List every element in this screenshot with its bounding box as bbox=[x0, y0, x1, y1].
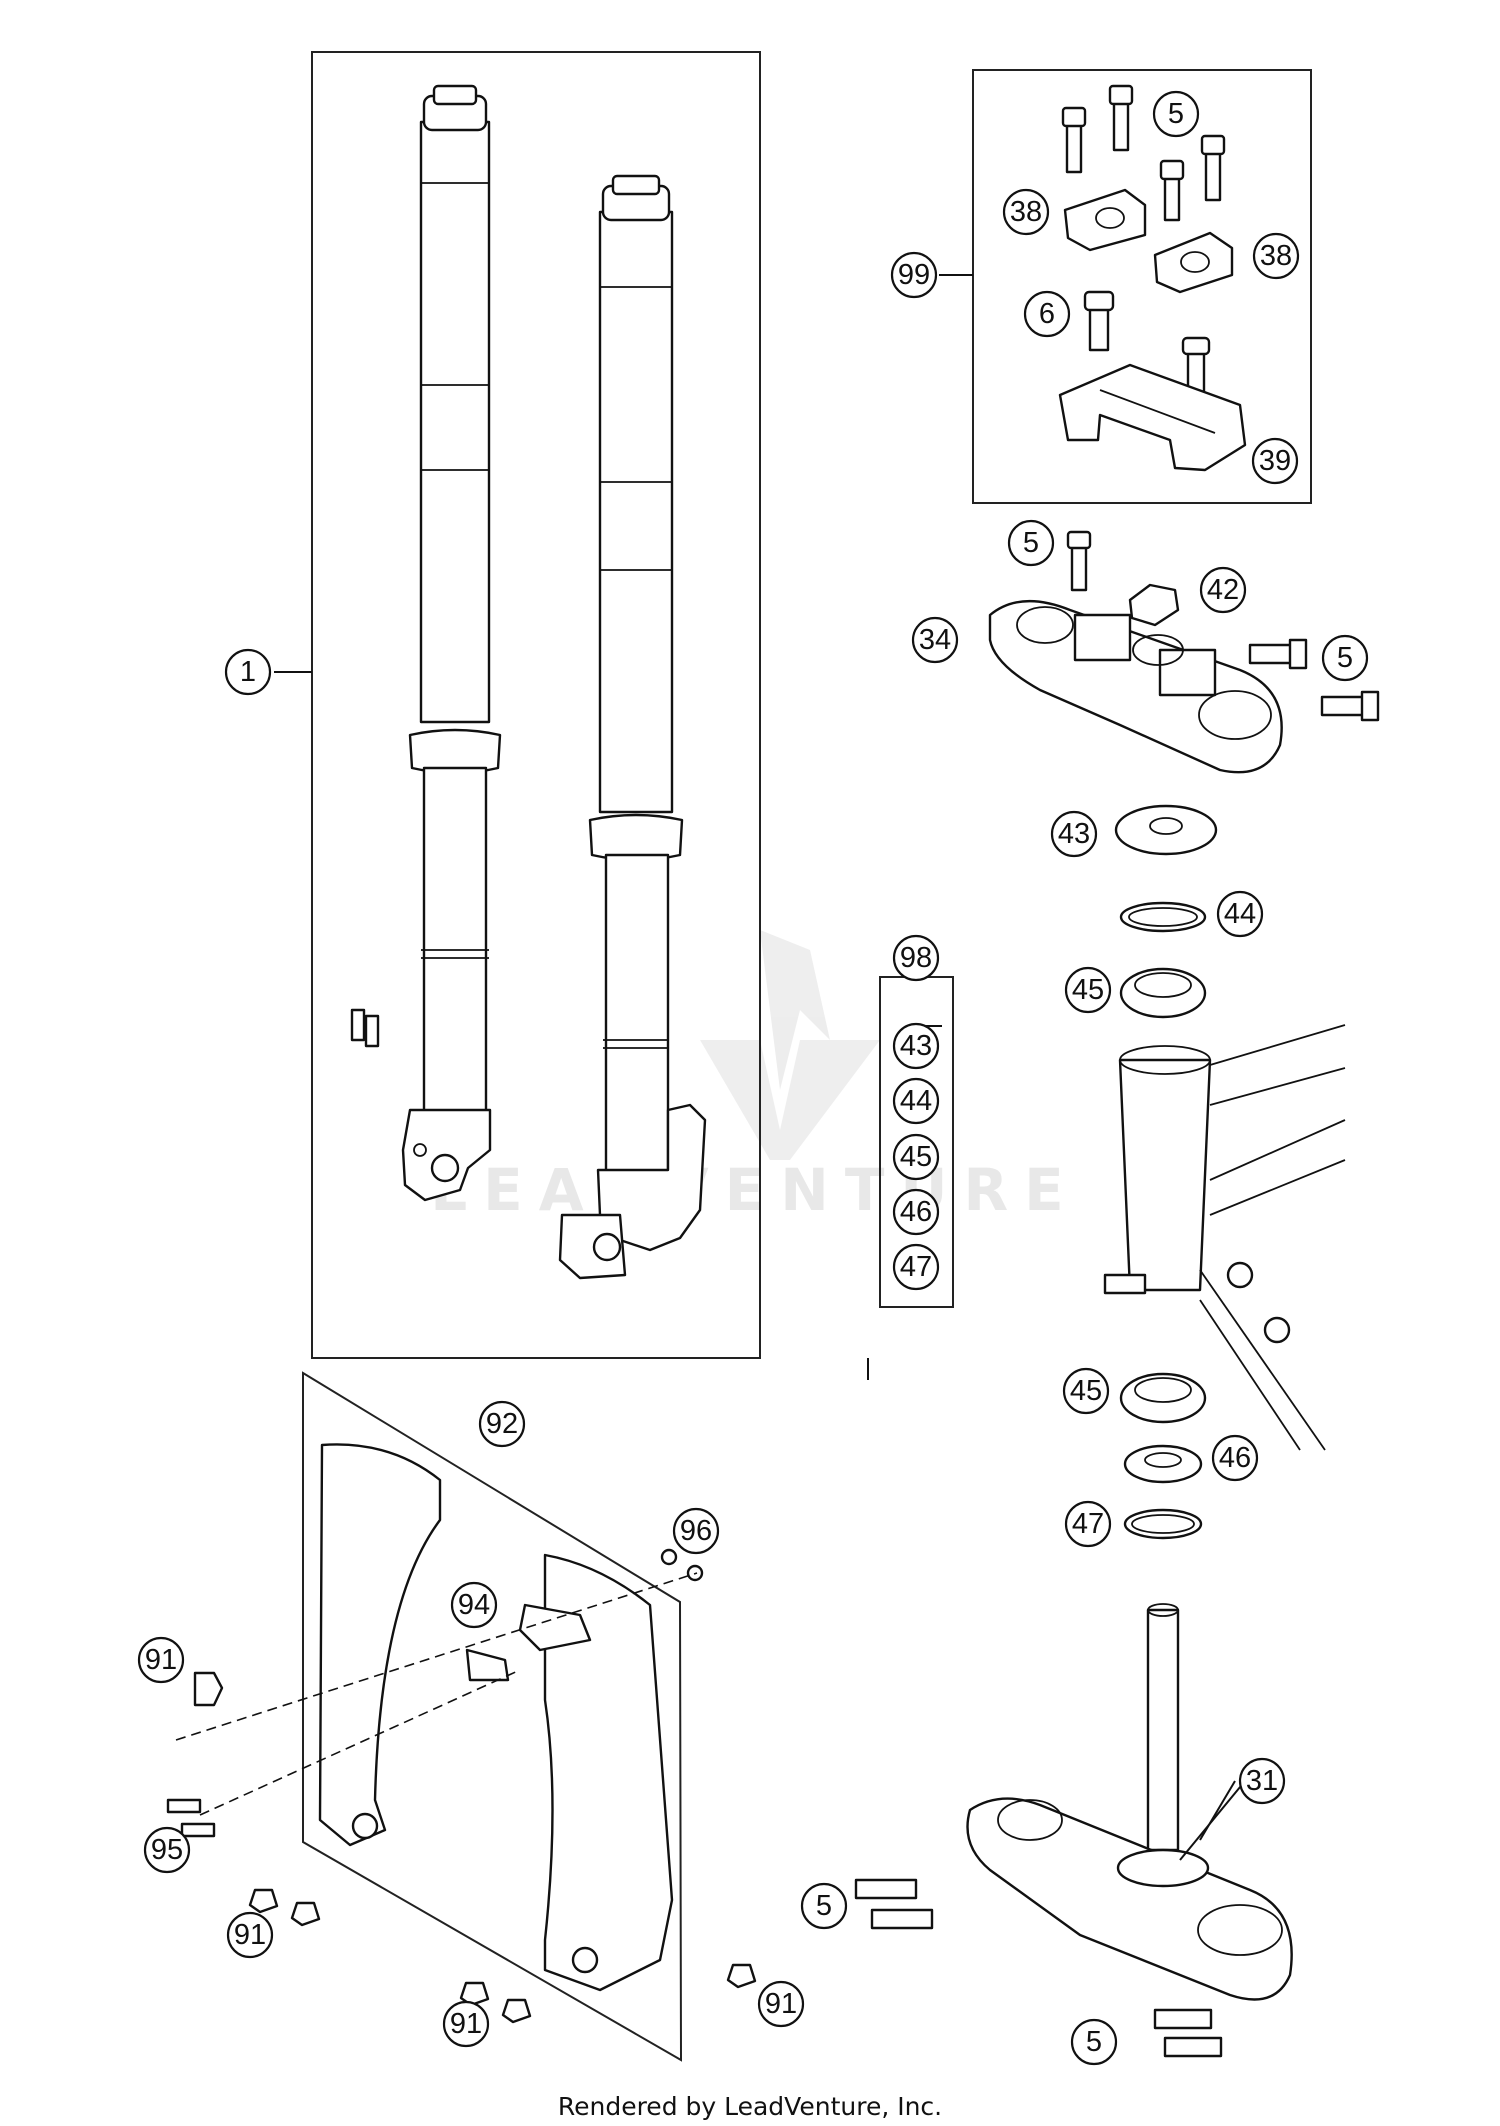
callout-leaders bbox=[274, 274, 1246, 1861]
kit-item-43: 43 bbox=[892, 1022, 940, 1070]
svg-text:5: 5 bbox=[1168, 98, 1184, 130]
callout-5-lower-clamp-left: 5 bbox=[800, 1882, 848, 1930]
callout-98: 98 bbox=[892, 934, 940, 982]
svg-text:44: 44 bbox=[900, 1085, 932, 1117]
footer-credit: Rendered by LeadVenture, Inc. bbox=[557, 2092, 943, 2121]
callout-92: 92 bbox=[478, 1400, 526, 1448]
callout-42: 42 bbox=[1199, 566, 1247, 614]
callout-5-clamp-bolts: 5 bbox=[1152, 90, 1200, 138]
svg-text:45: 45 bbox=[1072, 974, 1104, 1006]
callout-96: 96 bbox=[672, 1507, 720, 1555]
svg-text:91: 91 bbox=[145, 1644, 177, 1676]
kit-item-44: 44 bbox=[892, 1077, 940, 1125]
callout-44: 44 bbox=[1216, 890, 1264, 938]
callout-6: 6 bbox=[1023, 290, 1071, 338]
svg-text:47: 47 bbox=[900, 1251, 932, 1283]
kit-item-47: 47 bbox=[892, 1243, 940, 1291]
svg-text:96: 96 bbox=[680, 1515, 712, 1547]
svg-text:46: 46 bbox=[900, 1196, 932, 1228]
svg-text:5: 5 bbox=[1023, 527, 1039, 559]
leadventure-watermark: LEADVENTURE bbox=[430, 930, 1080, 1224]
svg-text:92: 92 bbox=[486, 1408, 518, 1440]
fork-assembly-box bbox=[311, 51, 761, 1359]
svg-text:98: 98 bbox=[900, 942, 932, 974]
svg-text:94: 94 bbox=[458, 1589, 490, 1621]
svg-text:6: 6 bbox=[1039, 298, 1055, 330]
callout-43: 43 bbox=[1050, 810, 1098, 858]
clamp-kit-parts bbox=[1058, 84, 1247, 472]
svg-text:39: 39 bbox=[1259, 445, 1291, 477]
callout-46: 46 bbox=[1211, 1434, 1259, 1482]
callout-5-top-bolt: 5 bbox=[1007, 519, 1055, 567]
svg-text:43: 43 bbox=[900, 1030, 932, 1062]
svg-text:45: 45 bbox=[1070, 1375, 1102, 1407]
callout-34: 34 bbox=[911, 616, 959, 664]
svg-text:5: 5 bbox=[1337, 642, 1353, 674]
svg-text:91: 91 bbox=[450, 2008, 482, 2040]
callout-45-lower: 45 bbox=[1062, 1367, 1110, 1415]
callout-38-right: 38 bbox=[1252, 232, 1300, 280]
callout-31: 31 bbox=[1238, 1757, 1286, 1805]
lower-triple-clamp bbox=[854, 1603, 1293, 2058]
svg-text:5: 5 bbox=[816, 1890, 832, 1922]
fork-guard-set bbox=[166, 1371, 757, 2062]
svg-text:44: 44 bbox=[1224, 898, 1256, 930]
callout-47: 47 bbox=[1064, 1500, 1112, 1548]
callout-91-bottom-center: 91 bbox=[442, 2000, 490, 2048]
svg-text:91: 91 bbox=[765, 1988, 797, 2020]
svg-text:5: 5 bbox=[1086, 2026, 1102, 2058]
callout-94: 94 bbox=[450, 1581, 498, 1629]
callout-91-bottom-left: 91 bbox=[226, 1911, 274, 1959]
callout-5-lower-clamp-right: 5 bbox=[1070, 2018, 1118, 2066]
svg-text:43: 43 bbox=[1058, 818, 1090, 850]
svg-text:34: 34 bbox=[919, 624, 951, 656]
upper-triple-clamp-parts bbox=[988, 530, 1380, 774]
kit-item-45: 45 bbox=[892, 1133, 940, 1181]
callout-91-bottom-right: 91 bbox=[757, 1980, 805, 2028]
frame-head-tube bbox=[1103, 1024, 1346, 1451]
svg-text:91: 91 bbox=[234, 1919, 266, 1951]
right-fork-leg bbox=[350, 174, 707, 1280]
callout-45-upper: 45 bbox=[1064, 966, 1112, 1014]
callout-5-pinch-bolts: 5 bbox=[1321, 634, 1369, 682]
left-fork-leg bbox=[401, 84, 502, 1202]
svg-text:45: 45 bbox=[900, 1141, 932, 1173]
steering-bearing-parts bbox=[1114, 804, 1218, 1540]
svg-text:1: 1 bbox=[240, 656, 256, 688]
watermark-text: LEADVENTURE bbox=[430, 1156, 1080, 1224]
callout-99: 99 bbox=[890, 251, 938, 299]
callout-39: 39 bbox=[1251, 437, 1299, 485]
kit-item-46: 46 bbox=[892, 1188, 940, 1236]
svg-text:38: 38 bbox=[1260, 240, 1292, 272]
svg-text:42: 42 bbox=[1207, 574, 1239, 606]
callout-1: 1 bbox=[224, 648, 272, 696]
svg-text:99: 99 bbox=[898, 259, 930, 291]
svg-text:46: 46 bbox=[1219, 1442, 1251, 1474]
svg-text:38: 38 bbox=[1010, 196, 1042, 228]
handlebar-clamp-kit-box bbox=[972, 69, 1312, 504]
callout-91-left: 91 bbox=[137, 1636, 185, 1684]
svg-text:31: 31 bbox=[1246, 1765, 1278, 1797]
svg-text:95: 95 bbox=[151, 1834, 183, 1866]
svg-text:47: 47 bbox=[1072, 1508, 1104, 1540]
callout-38-left: 38 bbox=[1002, 188, 1050, 236]
callout-95: 95 bbox=[143, 1826, 191, 1874]
